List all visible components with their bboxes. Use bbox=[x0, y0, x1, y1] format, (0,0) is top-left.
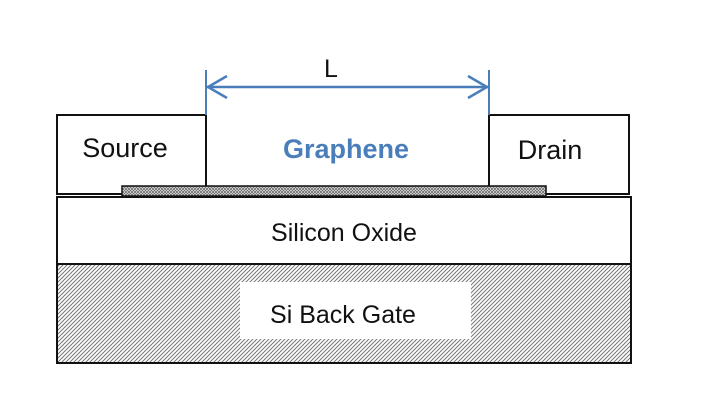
channel-length-right-arrowhead bbox=[467, 74, 490, 100]
drain-label: Drain bbox=[518, 135, 583, 165]
drain-electrode bbox=[488, 114, 630, 195]
si-back-gate-label-box bbox=[240, 282, 471, 339]
graphene-label: Graphene bbox=[283, 134, 409, 164]
channel-length-label: L bbox=[324, 55, 338, 83]
source-label: Source bbox=[82, 133, 168, 163]
source-electrode bbox=[56, 114, 207, 195]
silicon-oxide-label: Silicon Oxide bbox=[271, 219, 417, 247]
si-back-gate-label: Si Back Gate bbox=[270, 301, 416, 329]
silicon-oxide-layer bbox=[56, 196, 632, 265]
graphene-sheet bbox=[121, 185, 547, 197]
channel-length-left-arrowhead bbox=[205, 74, 228, 100]
